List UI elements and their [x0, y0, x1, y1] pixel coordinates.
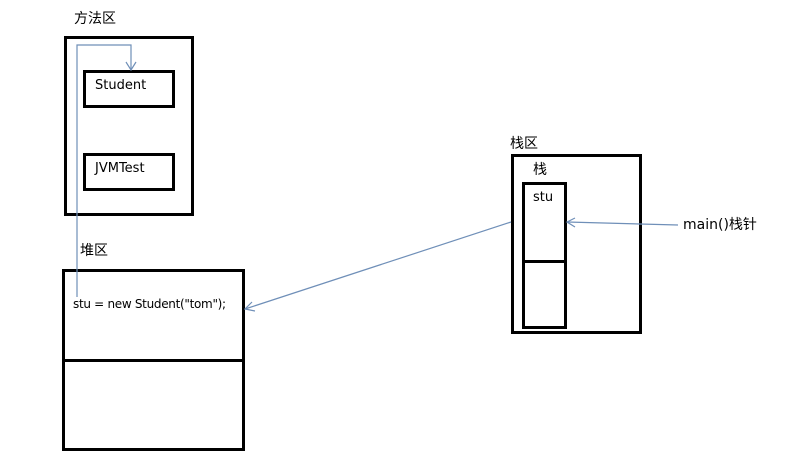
stack-label: 栈 — [533, 162, 547, 178]
class-box-jvmtest — [83, 153, 175, 191]
stack-variable-stu: stu — [533, 190, 554, 205]
heap-area-title: 堆区 — [80, 243, 108, 259]
class-reference-arrow — [76, 44, 132, 297]
frame-pointer-arrowhead — [565, 217, 576, 228]
stack-frame-divider — [522, 260, 567, 263]
class-box-student — [83, 70, 175, 108]
method-area-box — [64, 36, 194, 216]
class-name-jvmtest: JVMTest — [95, 161, 145, 176]
class-reference-arrowhead — [125, 61, 137, 72]
stu-reference-arrow — [244, 221, 512, 310]
stack-frame-box — [522, 182, 567, 329]
class-name-student: Student — [95, 78, 147, 93]
heap-statement: stu = new Student("tom"); — [73, 297, 226, 311]
main-frame-pointer-label: main()栈针 — [683, 217, 757, 233]
frame-pointer-arrow — [566, 221, 679, 226]
stu-reference-arrowhead — [243, 301, 256, 312]
heap-divider — [62, 359, 245, 362]
stack-area-box — [511, 154, 642, 334]
method-area-title: 方法区 — [74, 11, 116, 27]
stack-area-title: 栈区 — [510, 136, 538, 152]
